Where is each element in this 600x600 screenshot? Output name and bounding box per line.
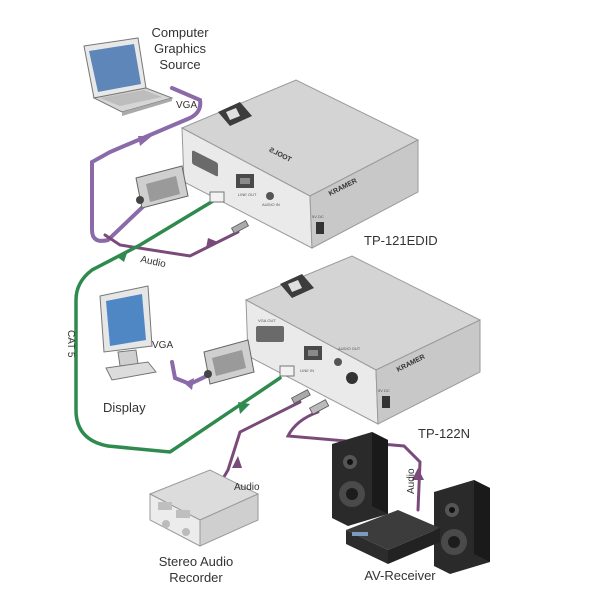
audio-plug-rx xyxy=(290,389,311,404)
rj45-plug-tx xyxy=(209,191,225,203)
display-icon xyxy=(99,285,157,381)
rca-plug-rx xyxy=(308,399,330,415)
rj45-plug-rx xyxy=(279,365,295,377)
laptop-icon xyxy=(83,37,174,116)
tx-port-label-lineout: LINE OUT xyxy=(238,192,257,197)
label-tp-122n: TP-122N xyxy=(418,426,470,441)
power-port-rx xyxy=(382,396,390,408)
arrow-audio-receiver xyxy=(412,468,424,480)
audio-out-port-rx xyxy=(346,372,358,384)
audio-plug-tx xyxy=(230,220,250,234)
vga-port-rx xyxy=(256,326,284,342)
label-computer-line1: Computer xyxy=(151,25,209,40)
arrow-cat5-bottom xyxy=(238,402,250,414)
label-av-receiver: AV-Receiver xyxy=(364,568,436,583)
arrow-vga-display xyxy=(184,378,194,390)
arrow-audio-recorder xyxy=(232,456,242,468)
tx-port-label-power: 5V DC xyxy=(312,214,324,219)
av-receiver-icon xyxy=(346,510,440,564)
label-audio-recorder: Audio xyxy=(234,482,260,493)
speaker-right-icon xyxy=(434,480,490,574)
vga-plug-tx xyxy=(135,165,189,209)
label-audio-receiver: Audio xyxy=(406,468,417,494)
tp-122n-device: KRAMER VGA OUT LINE IN AUDIO OUT 5V DC xyxy=(244,255,482,425)
label-vga-top: VGA xyxy=(176,100,197,111)
stereo-recorder-icon xyxy=(148,469,260,547)
label-audio-top: Audio xyxy=(139,254,167,270)
vga-port-tx xyxy=(192,150,218,177)
label-tp-121edid: TP-121EDID xyxy=(364,233,438,248)
label-display: Display xyxy=(103,400,146,415)
cat5-cable xyxy=(74,196,282,454)
line-in-port-rx xyxy=(334,358,342,366)
audio-in-port-tx xyxy=(266,192,274,200)
label-cat5: CAT 5 xyxy=(65,330,76,358)
vga-cable-display xyxy=(170,360,217,387)
arrow-audio-top xyxy=(206,238,218,248)
label-computer-line2: Graphics xyxy=(154,41,207,56)
vga-cable-source xyxy=(90,86,203,243)
rx-port-label-vgaout: VGA OUT xyxy=(258,318,276,323)
label-computer-line3: Source xyxy=(159,57,200,72)
label-recorder-line1: Stereo Audio xyxy=(159,554,233,569)
rx-port-label-audioout: AUDIO OUT xyxy=(338,346,361,351)
rx-port-label-linein: LINE IN xyxy=(300,368,314,373)
speaker-left-icon xyxy=(332,432,388,526)
tp-121edid-device: KRAMER TOOLS LINE OUT AUDIO IN 5V DC xyxy=(180,79,420,249)
power-port-tx xyxy=(316,222,324,234)
label-vga-display: VGA xyxy=(152,340,173,351)
tx-port-label-audioin: AUDIO IN xyxy=(262,202,280,207)
rx-port-label-power: 5V DC xyxy=(378,388,390,393)
vga-plug-rx xyxy=(203,339,255,385)
arrow-vga xyxy=(138,136,152,146)
label-recorder-line2: Recorder xyxy=(169,570,223,585)
arrow-cat5 xyxy=(116,250,128,262)
